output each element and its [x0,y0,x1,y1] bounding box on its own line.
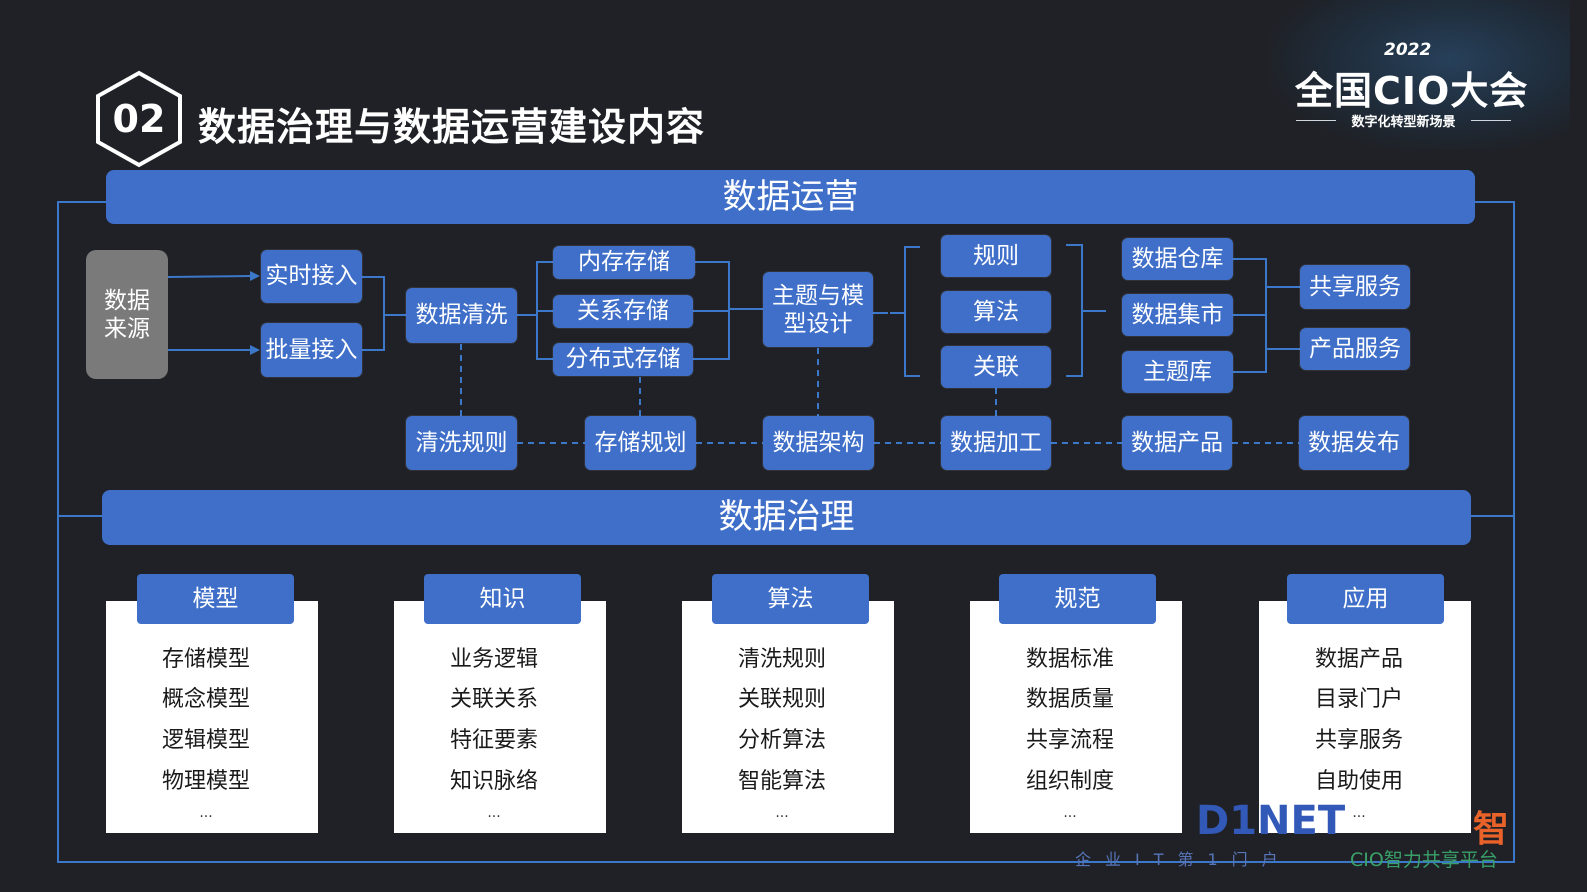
card-item: 特征要素 [449,728,538,753]
data-release-box: 数据发布 [1299,416,1409,470]
hexagon-icon [96,70,182,168]
card-item: 知识脉络 [449,769,538,794]
d1net-tagline: 企业IT第1门户 [1075,850,1292,869]
data-processing-box: 数据加工 [941,416,1051,470]
distributed-storage-box: 分布式存储 [553,343,693,376]
card-item: 自助使用 [1314,769,1403,794]
card-item: 组织制度 [1025,769,1114,794]
data-mart-box: 数据集市 [1122,294,1233,336]
card-more: ... [199,805,213,821]
topic-model-line1: 主题与模 [772,282,864,309]
data-source-label-line1: 数据 [104,287,150,314]
section-number: 02 [112,97,166,141]
card-item: 概念模型 [161,687,250,712]
relational-storage-box: 关系存储 [553,295,693,328]
topic-library-box: 主题库 [1122,351,1233,393]
card-item: 逻辑模型 [161,728,250,753]
cleaning-rules-box: 清洗规则 [406,416,517,470]
model-card-title: 模型 [137,574,294,624]
brand-background [1270,0,1570,150]
standards-card-title: 规范 [999,574,1156,624]
d1net-logo: D1NET [1196,798,1346,844]
card-item: 共享流程 [1025,728,1114,753]
card-item: 物理模型 [161,769,250,794]
data-warehouse-box: 数据仓库 [1122,238,1233,280]
brand-year: 2022 [1384,40,1432,60]
card-item: 存储模型 [161,647,250,672]
card-item: 业务逻辑 [449,647,538,672]
operations-banner: 数据运营 [106,170,1475,224]
data-source-label-line2: 来源 [104,315,150,342]
standards-card: 数据标准 数据质量 共享流程 组织制度 ... [970,601,1182,833]
memory-storage-box: 内存存储 [553,246,695,279]
card-item: 清洗规则 [737,647,826,672]
card-item: 目录门户 [1314,687,1403,712]
algorithm-card-title: 算法 [712,574,869,624]
partner-tagline: CIO智力共享平台 [1350,849,1498,871]
section-number-hexagon: 02 [95,70,183,168]
card-item: 数据质量 [1025,687,1114,712]
batch-ingest-box: 批量接入 [261,323,362,377]
realtime-ingest-box: 实时接入 [261,250,362,303]
model-card: 存储模型 概念模型 逻辑模型 物理模型 ... [106,601,318,833]
rules-box: 规则 [941,235,1051,277]
application-card: 数据产品 目录门户 共享服务 自助使用 ... [1259,601,1471,833]
data-cleaning-box: 数据清洗 [406,288,517,343]
card-more: ... [487,805,501,821]
topic-model-design-box: 主题与模 型设计 [763,272,873,347]
card-item: 智能算法 [737,769,826,794]
product-service-box: 产品服务 [1300,328,1410,370]
card-item: 关联规则 [737,687,826,712]
topic-model-line2: 型设计 [783,310,853,337]
algorithm-box: 算法 [941,291,1051,333]
storage-planning-box: 存储规划 [585,416,696,470]
card-more: ... [1063,805,1077,821]
card-more: ... [1352,805,1366,821]
card-item: 分析算法 [737,728,826,753]
card-item: 数据产品 [1314,647,1403,672]
data-source-box: 数据 来源 [86,250,168,379]
card-item: 数据标准 [1025,647,1114,672]
knowledge-card: 业务逻辑 关联关系 特征要素 知识脉络 ... [394,601,606,833]
shared-service-box: 共享服务 [1300,265,1410,309]
knowledge-card-title: 知识 [424,574,581,624]
brand-name: 全国CIO大会 [1295,69,1529,113]
card-item: 关联关系 [449,687,538,712]
governance-banner: 数据治理 [102,490,1471,545]
association-box: 关联 [941,346,1051,388]
algorithm-card: 清洗规则 关联规则 分析算法 智能算法 ... [682,601,894,833]
page-title: 数据治理与数据运营建设内容 [198,105,706,149]
partner-logo-char: 智 [1473,809,1510,850]
card-more: ... [775,805,789,821]
card-item: 共享服务 [1314,728,1403,753]
application-card-title: 应用 [1287,574,1444,624]
brand-subtitle: 数字化转型新场景 [1296,111,1511,130]
data-architecture-box: 数据架构 [763,416,874,470]
data-product-box: 数据产品 [1122,416,1232,470]
